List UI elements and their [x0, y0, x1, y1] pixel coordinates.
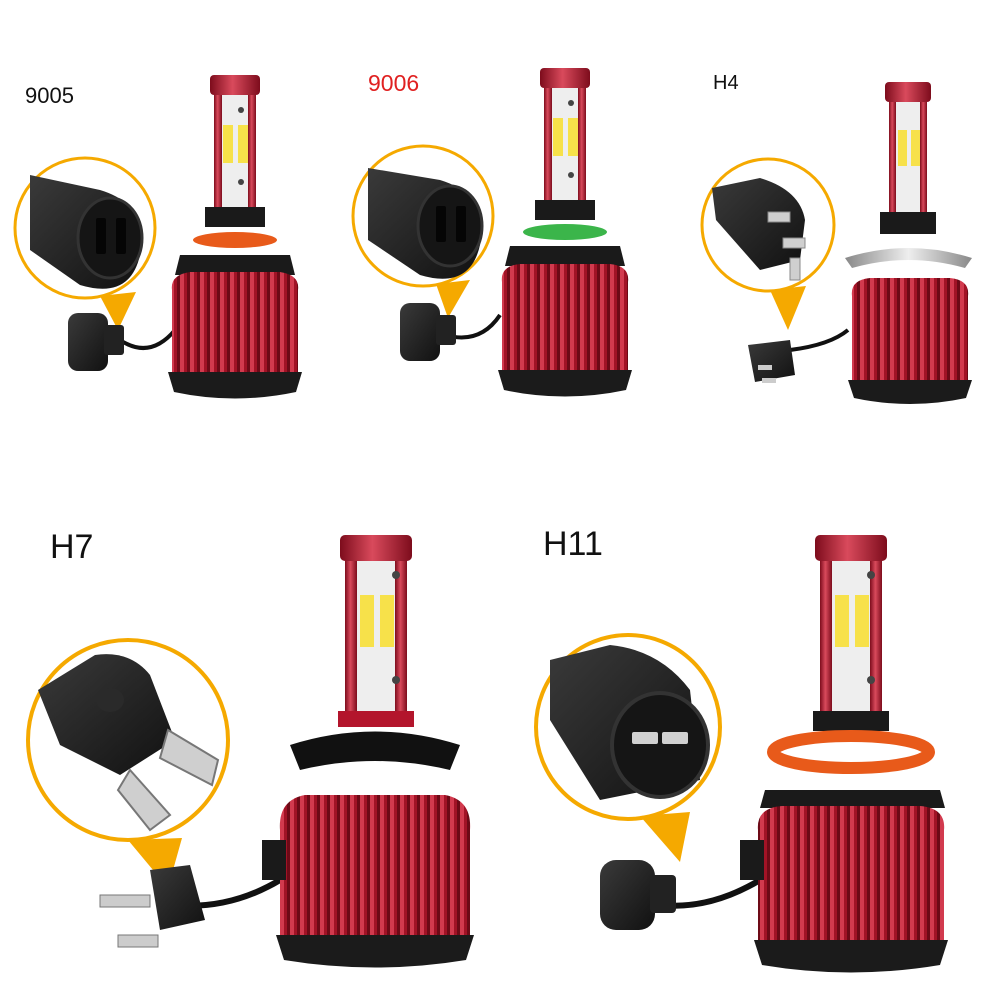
led-chip — [553, 118, 563, 156]
label-h7: H7 — [50, 528, 94, 566]
connector-closeup — [368, 168, 484, 279]
bulb-h11 — [534, 535, 948, 973]
connector-closeup — [712, 178, 806, 281]
label-h11: H11 — [543, 525, 603, 563]
connector-closeup — [38, 654, 220, 832]
seal-ring — [193, 232, 277, 248]
heatsink — [171, 272, 299, 372]
seal-ring — [523, 224, 607, 240]
callout-pointer — [770, 286, 806, 330]
led-chip — [360, 595, 374, 647]
bulb-h4 — [700, 82, 972, 404]
plug-small — [748, 340, 795, 382]
bulb-cap — [540, 68, 590, 88]
plug-small — [68, 313, 108, 371]
callout-pointer — [436, 280, 470, 318]
seal-ring — [767, 730, 935, 774]
callout-pointer — [640, 812, 690, 862]
plug-small — [600, 860, 655, 930]
led-chip — [223, 125, 233, 163]
base-flange — [290, 731, 460, 770]
metal-pin — [158, 728, 220, 787]
label-h4: H4 — [713, 72, 739, 94]
led-chip — [835, 595, 849, 647]
led-chip — [380, 595, 394, 647]
metal-flange — [845, 248, 972, 268]
bulb-cap — [210, 75, 260, 95]
led-chip — [568, 118, 578, 156]
led-chip — [855, 595, 869, 647]
bulb-h7 — [26, 535, 474, 968]
led-chip — [238, 125, 248, 163]
heatsink — [279, 795, 471, 935]
bulb-cap — [815, 535, 887, 561]
heatsink — [501, 264, 629, 370]
heatsink — [757, 806, 945, 940]
bulb-9005 — [13, 75, 302, 399]
heatsink — [851, 278, 969, 380]
bulb-9006 — [351, 68, 632, 397]
plug-small — [400, 303, 440, 361]
metal-pin — [116, 768, 172, 832]
bulb-cap — [885, 82, 931, 102]
connector-closeup — [550, 645, 710, 800]
bulb-cap — [340, 535, 412, 561]
label-9005: 9005 — [25, 83, 74, 108]
callout-pointer — [100, 292, 136, 330]
led-chip — [898, 130, 907, 166]
led-chip — [911, 130, 920, 166]
connector-closeup — [30, 175, 144, 289]
plug-small — [150, 865, 205, 930]
label-9006: 9006 — [368, 70, 420, 96]
